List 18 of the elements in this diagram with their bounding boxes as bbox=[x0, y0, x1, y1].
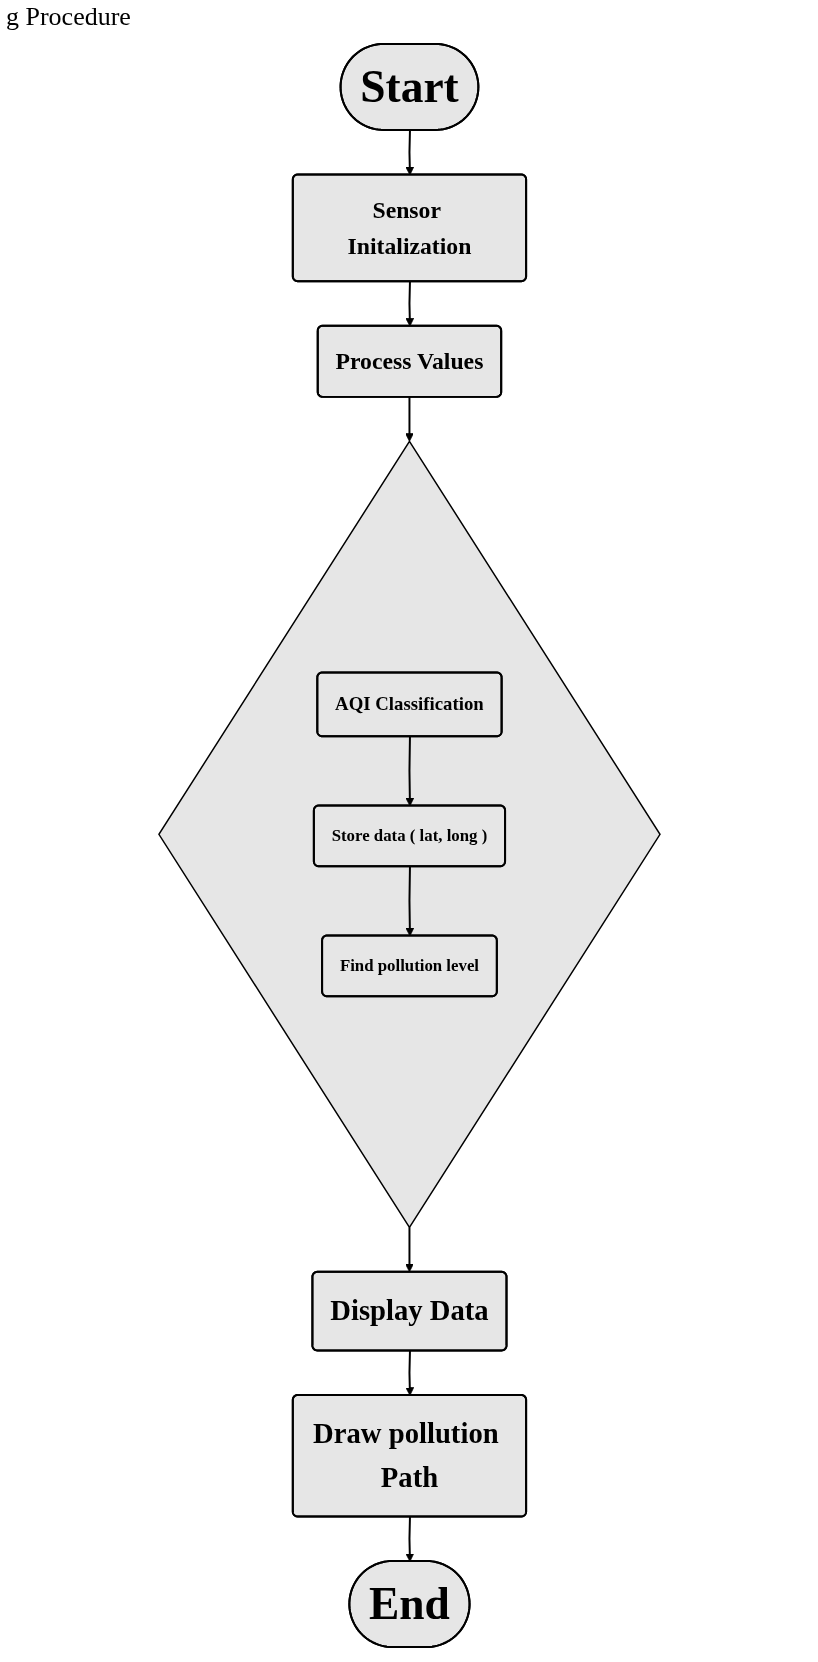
process-box: Sensor Initalization bbox=[291, 173, 527, 283]
arrow bbox=[404, 1516, 414, 1562]
process-box: Find pollution level bbox=[320, 934, 498, 998]
terminal-ellipse: Start bbox=[339, 42, 479, 131]
arrow bbox=[405, 865, 414, 937]
process-box: Draw pollution Path bbox=[291, 1393, 527, 1518]
process-box: AQI Classification bbox=[315, 671, 503, 738]
arrow bbox=[404, 395, 414, 442]
arrow bbox=[404, 1349, 414, 1396]
heading-text: g Procedure bbox=[6, 2, 131, 31]
process-box: Process Values bbox=[316, 324, 502, 398]
process-box: Store data ( lat, long ) bbox=[312, 804, 506, 868]
arrow bbox=[404, 129, 414, 176]
arrow bbox=[404, 1226, 414, 1273]
arrow bbox=[405, 735, 414, 807]
arrow bbox=[404, 280, 414, 327]
process-box: Display Data bbox=[310, 1270, 508, 1352]
terminal-ellipse: End bbox=[347, 1560, 471, 1648]
